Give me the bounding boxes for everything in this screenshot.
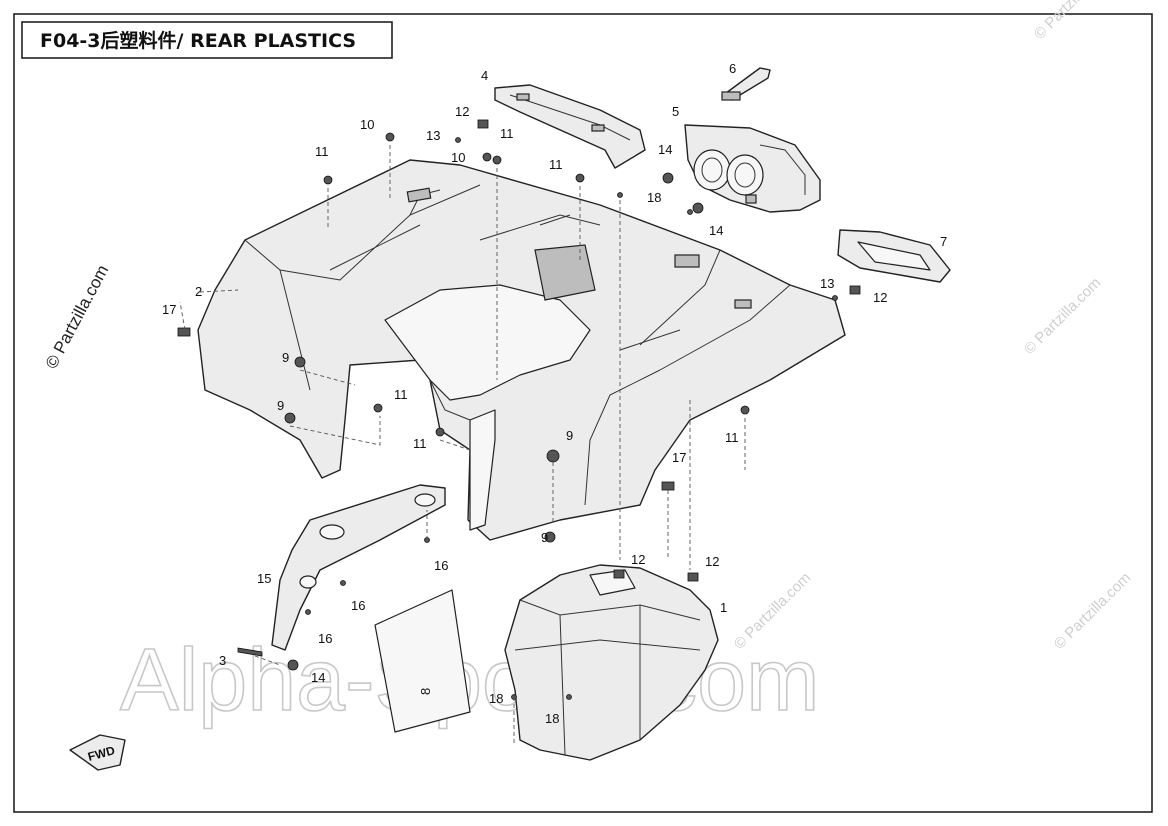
callout-18-c: 18 <box>545 711 559 726</box>
forward-label: FWD <box>86 743 116 764</box>
corner-watermark-top: © Partzilla.com <box>1031 0 1114 43</box>
callout-8: 8 <box>418 688 433 695</box>
callout-6: 6 <box>729 61 736 76</box>
fasteners <box>177 119 861 700</box>
callout-11-b: 11 <box>500 126 514 141</box>
callout-9-b: 9 <box>277 398 284 413</box>
leader-lines <box>179 145 746 745</box>
callout-12-d: 12 <box>705 554 719 569</box>
callout-16-c: 16 <box>318 631 332 646</box>
callout-16-b: 16 <box>351 598 365 613</box>
clip-part-6 <box>721 67 771 101</box>
drawing-frame <box>13 13 1153 813</box>
callout-3: 3 <box>219 653 226 668</box>
corner-watermark-bottom-right: © Partzilla.com <box>1051 569 1134 652</box>
callout-13-a: 13 <box>426 128 440 143</box>
callout-16-a: 16 <box>434 558 448 573</box>
callout-11-c: 11 <box>549 157 563 172</box>
side-trim-part-7 <box>837 229 951 283</box>
rear-fender-part-2 <box>197 159 846 541</box>
callout-9-d: 9 <box>541 530 548 545</box>
callout-2: 2 <box>195 284 202 299</box>
callout-12-a: 12 <box>455 104 469 119</box>
callout-11-d: 11 <box>394 387 408 402</box>
callout-11-f: 11 <box>725 430 739 445</box>
tail-light-part-5 <box>684 124 821 213</box>
callout-17-a: 17 <box>162 302 176 317</box>
rear-trim-part-4 <box>494 84 646 169</box>
callout-11-e: 11 <box>413 436 427 451</box>
callout-18-a: 18 <box>647 190 661 205</box>
callout-4: 4 <box>481 68 488 83</box>
callout-7: 7 <box>940 234 947 249</box>
storage-tray-part-1 <box>504 564 719 761</box>
callout-9-a: 9 <box>282 350 289 365</box>
plate-part-8 <box>374 589 471 733</box>
callout-11-a: 11 <box>315 144 329 159</box>
callout-14-c: 14 <box>311 670 325 685</box>
title-box <box>21 21 393 59</box>
corner-watermark-right: © Partzilla.com <box>1021 274 1104 357</box>
callout-12-b: 12 <box>873 290 887 305</box>
diagram-title: F04-3后塑料件/ REAR PLASTICS <box>40 29 356 52</box>
callout-9-c: 9 <box>566 428 573 443</box>
forward-direction-arrow: FWD <box>69 734 126 771</box>
callout-13-b: 13 <box>820 276 834 291</box>
callout-12-c: 12 <box>631 552 645 567</box>
callout-1: 1 <box>720 600 727 615</box>
splash-guard-part-15 <box>271 484 446 651</box>
callout-10-b: 10 <box>451 150 465 165</box>
callout-15: 15 <box>257 571 271 586</box>
left-watermark: © Partzilla.com <box>42 262 113 372</box>
callout-18-b: 18 <box>489 691 503 706</box>
callout-labels: 1 2 3 4 5 6 7 8 9 9 9 9 10 10 11 11 11 1… <box>162 61 947 726</box>
callout-14-b: 14 <box>709 223 723 238</box>
callout-17-b: 17 <box>672 450 686 465</box>
callout-14-a: 14 <box>658 142 672 157</box>
callout-5: 5 <box>672 104 679 119</box>
callout-10-a: 10 <box>360 117 374 132</box>
